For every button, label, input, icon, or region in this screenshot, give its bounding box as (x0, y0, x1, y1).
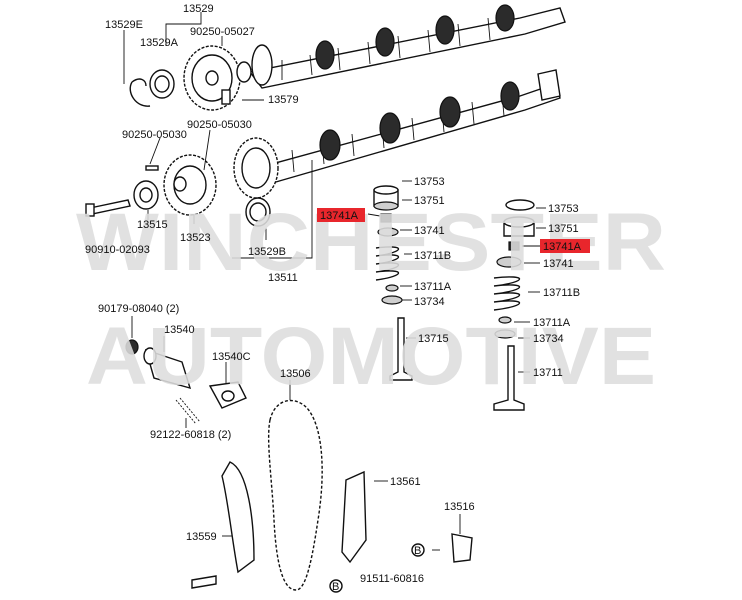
part-label-highlighted[interactable]: 13741A (543, 241, 582, 253)
part-label[interactable]: 13515 (137, 219, 168, 231)
part-label[interactable]: 13511 (268, 272, 298, 284)
part-label[interactable]: 13579 (268, 94, 299, 106)
leader-lines (123, 12, 546, 551)
part-label[interactable]: 13711A (533, 317, 571, 329)
part-label[interactable]: 13506 (280, 368, 311, 380)
part-label[interactable]: 91511-60816 (360, 573, 424, 585)
part-label[interactable]: 90250-05027 (190, 26, 255, 38)
part-label[interactable]: 13561 (390, 476, 421, 488)
part-label[interactable]: 13529B (248, 246, 286, 258)
circle-b-marker: B (332, 581, 339, 593)
part-label[interactable]: 13711B (543, 287, 580, 299)
part-label[interactable]: 13540C (212, 351, 251, 363)
part-label[interactable]: 13529E (105, 19, 143, 31)
part-label[interactable]: 13559 (186, 531, 217, 543)
part-label[interactable]: 13523 (180, 232, 211, 244)
part-label[interactable]: 13734 (533, 333, 564, 345)
part-label[interactable]: 13711 (533, 367, 563, 379)
part-labels: 13529E 13529 13529A 90250-05027 13579 90… (85, 3, 582, 593)
chain-tensioner (125, 339, 247, 425)
part-label[interactable]: 13741 (414, 225, 445, 237)
part-label[interactable]: 13540 (164, 324, 195, 336)
timing-chain (267, 399, 323, 591)
upper-cam-gear (129, 45, 252, 111)
part-label[interactable]: 13711A (414, 281, 452, 293)
part-label[interactable]: 13741 (543, 258, 574, 270)
part-label[interactable]: 90250-05030 (122, 129, 187, 141)
valve-stack-a (373, 185, 413, 381)
lower-camshaft (248, 69, 561, 187)
part-label[interactable]: 13529A (140, 37, 179, 49)
watermark-line2: AUTOMOTIVE (86, 311, 656, 402)
part-label[interactable]: 92122-60818 (2) (150, 429, 231, 441)
highlight-box-13741A-left (317, 208, 365, 222)
part-label[interactable]: 13753 (548, 203, 579, 215)
part-label[interactable]: 13753 (414, 176, 445, 188)
chain-guides (191, 461, 473, 593)
circle-b-marker: B (414, 545, 421, 557)
part-label[interactable]: 13734 (414, 296, 445, 308)
part-label[interactable]: 13751 (414, 195, 445, 207)
part-label[interactable]: 13516 (444, 501, 475, 513)
part-label[interactable]: 90179-08040 (2) (98, 303, 179, 315)
part-label[interactable]: 13751 (548, 223, 579, 235)
part-label[interactable]: 13715 (418, 333, 449, 345)
part-label-highlighted[interactable]: 13741A (320, 210, 359, 222)
part-label[interactable]: 90250-05030 (187, 119, 252, 131)
upper-camshaft (248, 4, 566, 89)
part-label[interactable]: 90910-02093 (85, 244, 150, 256)
part-label[interactable]: 13529 (183, 3, 214, 15)
part-label[interactable]: 13711B (414, 250, 451, 262)
highlight-box-13741A-right (540, 239, 590, 253)
valve-stack-b (493, 199, 535, 411)
lower-cam-gear (85, 137, 279, 227)
